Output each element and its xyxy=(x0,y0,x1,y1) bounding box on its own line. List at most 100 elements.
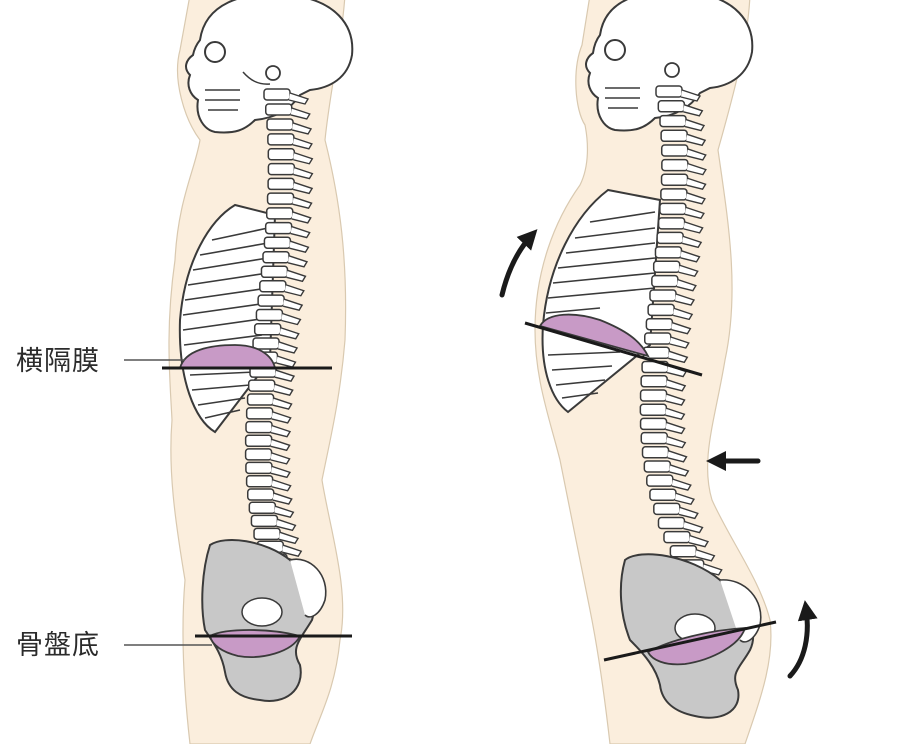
vertebra xyxy=(266,118,294,131)
spinous-process xyxy=(674,293,696,306)
vertebra xyxy=(659,202,687,216)
vertebra xyxy=(639,389,668,402)
spinous-process xyxy=(292,196,313,209)
vertebra xyxy=(247,379,276,392)
spinous-process xyxy=(271,479,292,492)
spinous-process xyxy=(291,122,313,135)
vertebra xyxy=(253,527,281,541)
spinous-process xyxy=(678,264,699,278)
vertebra xyxy=(644,332,672,345)
spinous-process xyxy=(666,435,687,449)
spinous-process xyxy=(681,235,703,249)
spinous-process xyxy=(688,534,710,548)
vertebra xyxy=(267,148,296,161)
vertebra xyxy=(265,103,293,116)
figure-left xyxy=(162,0,354,744)
vertebra xyxy=(669,545,698,558)
pelvic-floor-label: 骨盤底 xyxy=(16,630,100,661)
vertebra xyxy=(245,407,274,420)
curved-up-arrow-icon xyxy=(499,229,538,298)
diaphragm-muscle-right xyxy=(538,313,650,358)
curved-up-arrow-icon xyxy=(787,600,818,679)
vertebra xyxy=(656,231,684,245)
ribcage-right xyxy=(541,188,662,414)
pelvic-floor-muscle-right xyxy=(646,627,747,666)
spinous-process xyxy=(272,492,293,505)
spinous-process xyxy=(270,465,291,479)
diaphragm-muscle-left xyxy=(178,344,277,369)
spinous-process xyxy=(669,464,690,477)
vertebra xyxy=(649,488,677,502)
spinous-process xyxy=(282,298,304,311)
spinous-process xyxy=(293,152,314,165)
vertebra xyxy=(257,294,285,307)
spinous-process xyxy=(671,322,692,335)
spinous-process xyxy=(277,341,299,354)
vertebra xyxy=(657,100,686,113)
vertebra xyxy=(267,177,295,191)
spinous-process xyxy=(270,424,292,438)
spinous-process xyxy=(289,240,310,254)
vertebra xyxy=(641,446,670,459)
spinous-process xyxy=(272,397,293,410)
spinous-process xyxy=(270,452,291,465)
vertebra xyxy=(652,260,681,273)
spinous-process xyxy=(669,336,690,349)
spinous-process xyxy=(292,181,314,195)
vertebra xyxy=(253,323,282,336)
vertebra xyxy=(255,308,284,322)
vertebra xyxy=(244,448,273,461)
vertebra xyxy=(654,246,683,259)
vertebra xyxy=(651,274,679,288)
vertebra xyxy=(661,158,689,172)
vertebra xyxy=(660,144,689,157)
vertebra xyxy=(647,303,675,317)
spinous-process xyxy=(671,478,692,491)
spinous-process xyxy=(665,421,686,435)
pelvis-left xyxy=(201,539,327,702)
vertebra xyxy=(653,502,681,516)
vertebra xyxy=(245,420,273,434)
vertebra xyxy=(640,375,668,388)
spinous-process xyxy=(271,411,292,424)
spinous-process xyxy=(278,531,300,545)
vertebra xyxy=(267,162,296,176)
spinous-process xyxy=(276,518,297,532)
spinous-process xyxy=(684,206,705,220)
spinous-process xyxy=(683,104,704,117)
vertebra xyxy=(659,114,687,128)
spinous-process xyxy=(291,211,312,224)
spinous-process xyxy=(686,177,707,191)
spinous-process xyxy=(293,166,314,180)
vertebra xyxy=(649,289,677,302)
spinous-process xyxy=(674,492,695,506)
vertebra xyxy=(640,431,669,445)
spinous-process xyxy=(288,92,310,105)
vertebra xyxy=(267,133,295,146)
spinous-process xyxy=(281,312,302,326)
spinous-process xyxy=(284,284,305,297)
spinous-process xyxy=(695,549,716,562)
spinous-process xyxy=(292,137,313,150)
vertebra xyxy=(646,474,674,487)
spinous-process xyxy=(282,544,303,558)
vertebra xyxy=(263,236,292,249)
vertebra xyxy=(263,88,291,101)
vertebra xyxy=(663,530,691,544)
vertebra xyxy=(250,514,279,528)
vertebra xyxy=(245,474,274,488)
spinous-process xyxy=(680,250,701,263)
vertebra xyxy=(244,434,273,448)
spinous-process xyxy=(683,221,704,234)
spinous-process xyxy=(270,438,291,452)
spinous-process xyxy=(680,89,702,102)
figure-right xyxy=(499,0,818,744)
vertebra xyxy=(264,221,293,235)
spinous-process xyxy=(276,355,297,368)
spinous-process xyxy=(665,393,686,406)
diaphragm-plane-line-right xyxy=(524,321,703,377)
diaphragm-label: 横隔膜 xyxy=(16,346,100,377)
vertebra xyxy=(265,207,294,220)
vertebra xyxy=(655,85,683,98)
skull-left xyxy=(185,0,354,134)
